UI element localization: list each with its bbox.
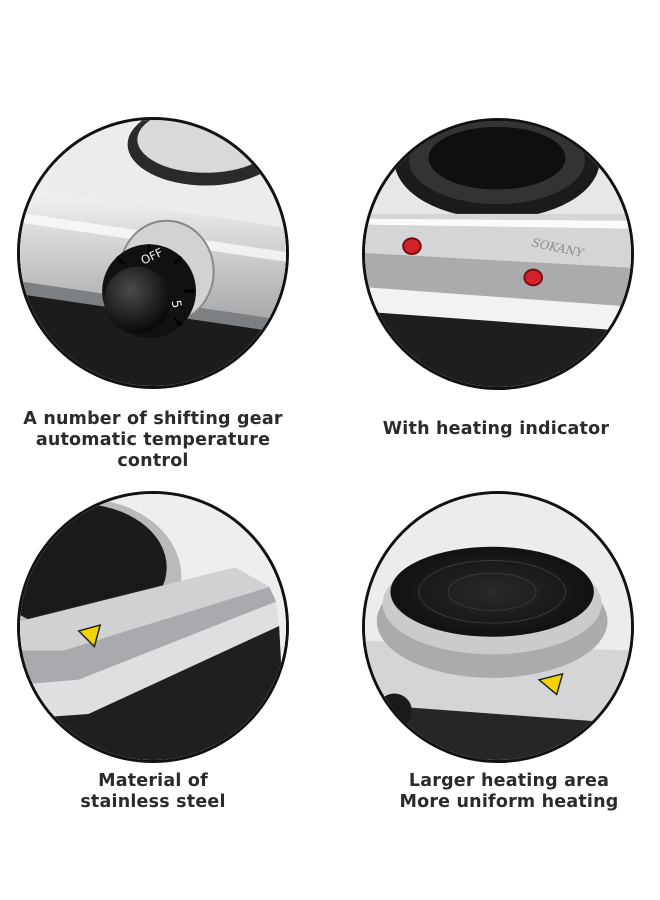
knob-level-label: 5	[169, 299, 185, 310]
caption-heating-indicator: With heating indicator	[346, 419, 646, 440]
caption-line: control	[117, 451, 189, 471]
warning-triangle-icon	[537, 672, 564, 696]
caption-stainless-steel: Material of stainless steel	[0, 771, 306, 813]
caption-line: Material of	[98, 771, 208, 791]
indicator-closeup-illustration: SOKANY	[365, 121, 631, 387]
warning-triangle-icon	[77, 623, 102, 648]
caption-gear-control: A number of shifting gear automatic temp…	[0, 409, 306, 472]
caption-heating-area: Larger heating area More uniform heating	[346, 771, 660, 813]
knob-closeup-illustration: OFF 5	[20, 120, 286, 386]
caption-line: Larger heating area	[408, 771, 610, 791]
feature-image-stainless-steel	[17, 491, 289, 763]
hotplate-closeup-illustration	[365, 494, 631, 760]
control-knob-icon	[102, 244, 197, 339]
feature-image-heating-indicator: SOKANY	[362, 118, 634, 390]
caption-line: stainless steel	[80, 792, 226, 812]
feature-image-gear-control: OFF 5	[17, 117, 289, 389]
indicator-light-icon	[402, 237, 543, 287]
caption-line: A number of shifting gear	[23, 409, 283, 429]
caption-line: automatic temperature	[35, 430, 271, 450]
steel-closeup-illustration	[20, 494, 286, 760]
feature-image-heating-area	[362, 491, 634, 763]
control-knob-icon	[376, 693, 412, 729]
caption-line: More uniform heating	[399, 792, 619, 812]
caption-line: With heating indicator	[382, 419, 610, 439]
